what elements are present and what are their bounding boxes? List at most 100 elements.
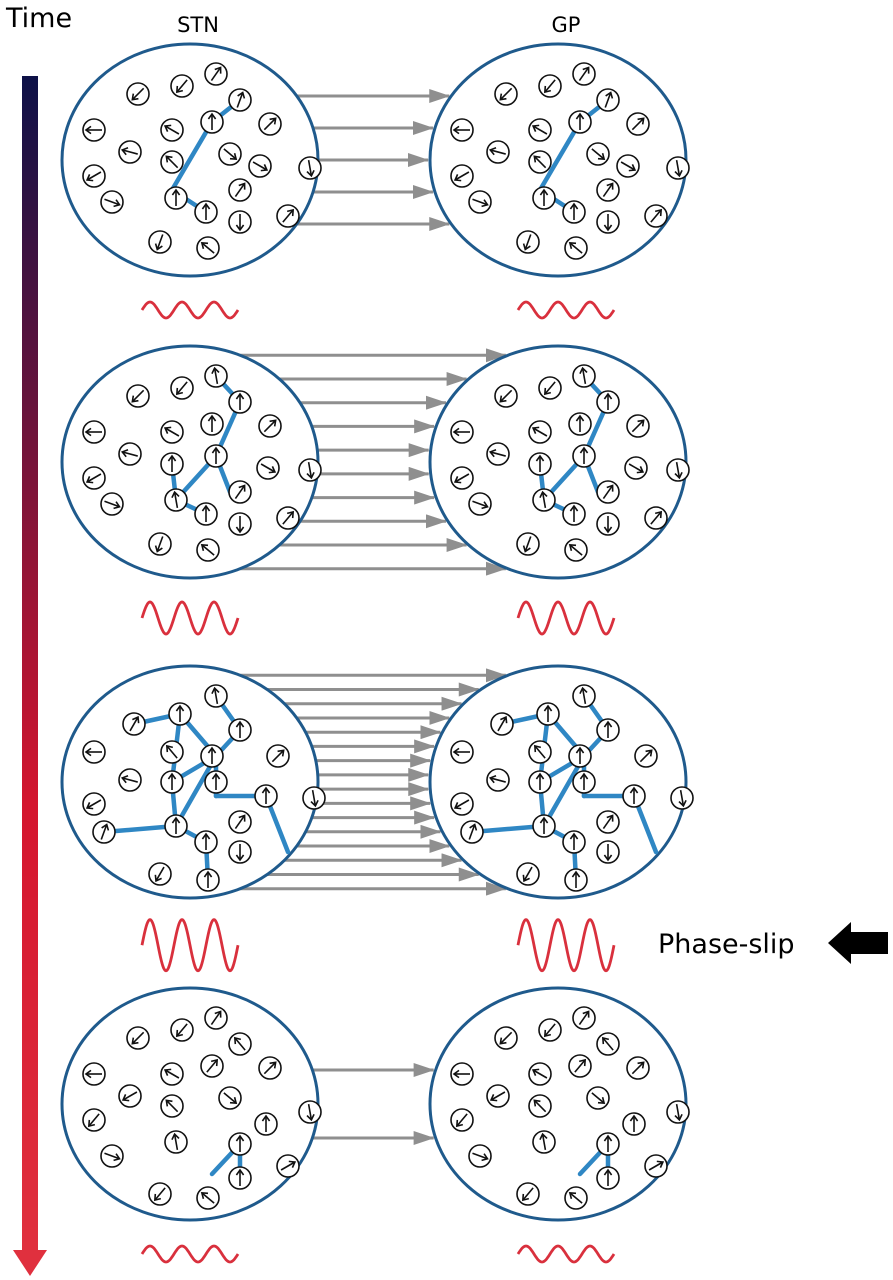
neuron-icon: [228, 1132, 252, 1156]
neuron-icon: [82, 792, 106, 816]
neuron-icon: [626, 414, 650, 438]
neuron-icon: [596, 810, 620, 834]
neuron-icon: [568, 744, 592, 768]
neuron-icon: [450, 118, 474, 142]
gp-population: [428, 664, 694, 900]
neuron-icon: [196, 538, 220, 562]
stn-population: [60, 664, 326, 900]
neuron-icon: [200, 744, 224, 768]
neuron-icon: [494, 1026, 518, 1050]
neuron-icon: [644, 204, 668, 228]
coupling-edge: [541, 753, 587, 829]
neuron-icon: [572, 364, 596, 388]
neuron-icon: [564, 868, 588, 892]
stn-population: [60, 344, 322, 580]
neuron-icon: [228, 718, 252, 742]
neuron-icon: [122, 712, 146, 736]
neuron-icon: [450, 740, 474, 764]
neuron-icon: [568, 412, 592, 436]
neuron-icon: [486, 442, 510, 466]
neuron-icon: [266, 744, 290, 768]
neuron-icon: [450, 792, 474, 816]
neuron-icon: [572, 1006, 596, 1030]
stn-oscillation-wave: [140, 1244, 240, 1264]
stn-population: [60, 986, 322, 1222]
neuron-icon: [276, 204, 300, 228]
projection-arrows: [234, 348, 507, 576]
phase-slip-arrow-icon: [828, 922, 888, 964]
gp-population: [428, 986, 690, 1222]
neuron-icon: [666, 458, 690, 482]
neuron-icon: [218, 142, 242, 166]
neuron-icon: [468, 190, 492, 214]
neuron-icon: [538, 376, 562, 400]
neuron-icon: [126, 1026, 150, 1050]
neuron-icon: [160, 1094, 184, 1118]
neuron-icon: [528, 1094, 552, 1118]
projection-arrows: [306, 1063, 435, 1145]
neuron-icon: [254, 1112, 278, 1136]
neuron-icon: [596, 210, 620, 234]
time-label: Time: [5, 3, 72, 34]
neuron-icon: [538, 1018, 562, 1042]
population-outline: [60, 664, 320, 900]
neuron-icon: [228, 178, 252, 202]
coupling-edge: [169, 119, 215, 193]
gp-population: [428, 42, 690, 278]
neuron-icon: [100, 492, 124, 516]
neuron-icon: [196, 1186, 220, 1210]
neuron-icon: [460, 820, 484, 844]
neuron-icon: [532, 186, 556, 210]
neuron-icon: [228, 210, 252, 234]
stage-3: [60, 664, 694, 973]
neuron-icon: [248, 154, 272, 178]
gp-header: GP: [552, 13, 581, 37]
neuron-icon: [148, 1182, 172, 1206]
neuron-icon: [562, 502, 586, 526]
neuron-icon: [194, 502, 218, 526]
gp-oscillation-wave: [516, 600, 616, 636]
neuron-icon: [450, 420, 474, 444]
stn-header: STN: [177, 13, 219, 37]
neuron-icon: [536, 702, 560, 726]
neuron-icon: [196, 868, 220, 892]
neuron-icon: [528, 740, 552, 764]
neuron-icon: [82, 1108, 106, 1132]
neuron-icon: [258, 414, 282, 438]
neuron-icon: [148, 862, 172, 886]
neuron-icon: [644, 1154, 668, 1178]
neuron-icon: [516, 1182, 540, 1206]
stn-oscillation-wave: [140, 918, 240, 973]
neuron-icon: [298, 156, 322, 180]
neuron-icon: [160, 118, 184, 142]
neuron-icon: [160, 420, 184, 444]
neuron-icon: [568, 110, 592, 134]
neuron-icon: [622, 784, 646, 808]
stn-oscillation-wave: [140, 600, 240, 636]
neuron-icon: [160, 452, 184, 476]
neuron-icon: [118, 442, 142, 466]
neuron-icon: [204, 364, 228, 388]
neuron-icon: [164, 1130, 188, 1154]
neuron-icon: [450, 1062, 474, 1086]
neuron-icon: [516, 532, 540, 556]
neuron-icon: [160, 740, 184, 764]
neuron-icon: [596, 1132, 620, 1156]
neuron-icon: [160, 1062, 184, 1086]
neuron-icon: [644, 506, 668, 530]
neuron-icon: [228, 390, 252, 414]
stage-1: [60, 42, 690, 320]
neuron-icon: [486, 1084, 510, 1108]
neuron-icon: [118, 768, 142, 792]
neuron-icon: [82, 164, 106, 188]
neuron-icon: [528, 452, 552, 476]
neuron-icon: [148, 230, 172, 254]
neuron-icon: [258, 1056, 282, 1080]
neuron-icon: [516, 862, 540, 886]
neuron-icon: [256, 456, 280, 480]
gp-oscillation-wave: [516, 300, 616, 320]
neuron-icon: [118, 1084, 142, 1108]
gp-oscillation-wave: [516, 918, 616, 973]
neuron-icon: [196, 236, 220, 260]
